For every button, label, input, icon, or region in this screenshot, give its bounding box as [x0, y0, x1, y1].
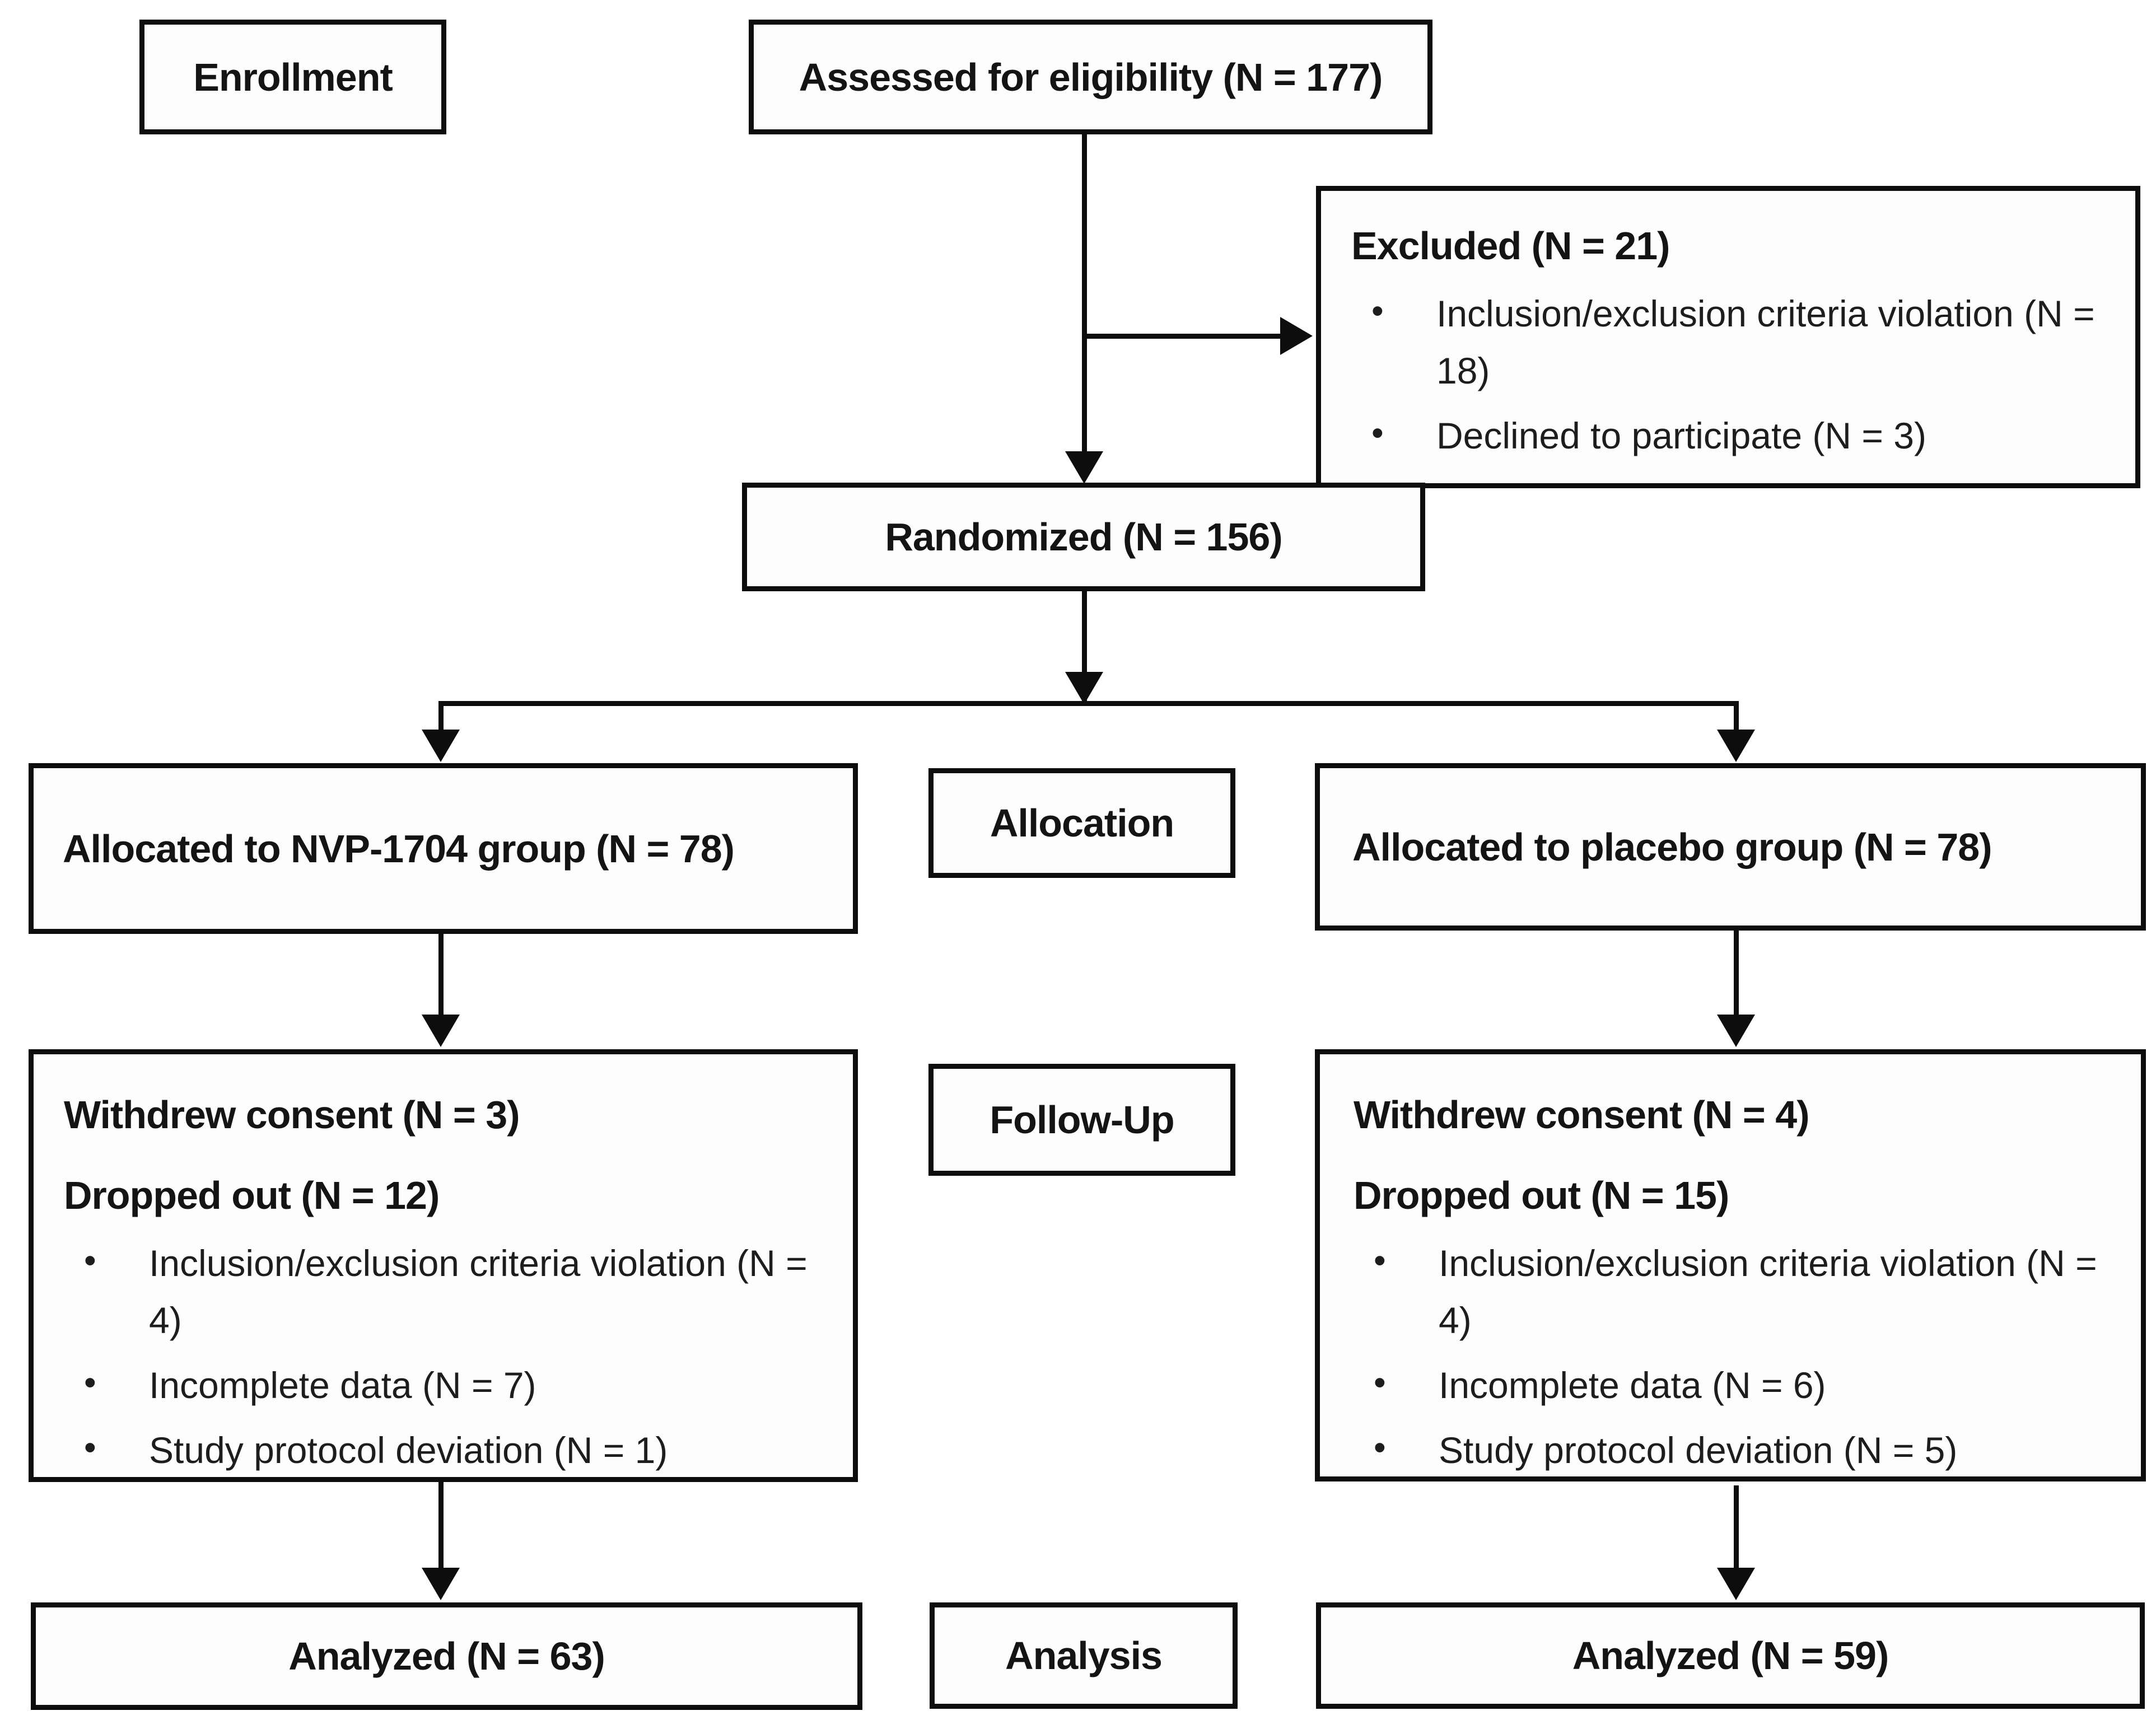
- nvp-analyzed-box: Analyzed (N = 63): [31, 1602, 862, 1710]
- arrowhead-into-nvp-analyzed: [422, 1568, 460, 1600]
- nvp-withdrew-line: Withdrew consent (N = 3): [64, 1093, 520, 1137]
- assessed-box: Assessed for eligibility (N = 177): [749, 20, 1432, 134]
- arrowhead-onto-splitter: [1065, 672, 1103, 704]
- arrowhead-into-excluded: [1280, 317, 1313, 355]
- line-assessed-to-randomized: [1082, 133, 1087, 454]
- nvp-allocated-label: Allocated to NVP-1704 group (N = 78): [63, 826, 735, 871]
- line-placebo-followup-to-analyzed: [1734, 1485, 1739, 1569]
- line-splitter-to-nvp: [438, 701, 444, 733]
- assessed-label: Assessed for eligibility (N = 177): [799, 55, 1383, 99]
- placebo-dropout-bullet: Inclusion/exclusion criteria violation (…: [1354, 1232, 2122, 1349]
- arrowhead-into-placebo-allocated: [1717, 730, 1755, 762]
- placebo-dropout-bullet-list: Inclusion/exclusion criteria violation (…: [1354, 1232, 2122, 1479]
- arrowhead-into-placebo-followup: [1717, 1015, 1755, 1047]
- placebo-dropped-line: Dropped out (N = 15): [1354, 1174, 1729, 1217]
- line-branch-to-excluded: [1084, 334, 1281, 339]
- line-nvp-allocated-to-followup: [438, 932, 444, 1016]
- placebo-allocated-box: Allocated to placebo group (N = 78): [1315, 763, 2146, 931]
- nvp-analyzed-label: Analyzed (N = 63): [288, 1634, 605, 1678]
- placebo-allocated-label: Allocated to placebo group (N = 78): [1352, 825, 1992, 869]
- placebo-withdrew-line: Withdrew consent (N = 4): [1354, 1093, 1810, 1137]
- placebo-dropout-bullet: Study protocol deviation (N = 5): [1354, 1419, 2122, 1479]
- nvp-dropout-bullet: Study protocol deviation (N = 1): [64, 1419, 834, 1479]
- placebo-dropout-bullet: Incomplete data (N = 6): [1354, 1354, 2122, 1414]
- splitter-line: [438, 701, 1739, 706]
- placebo-followup-box: Withdrew consent (N = 4) Dropped out (N …: [1315, 1049, 2146, 1481]
- randomized-label: Randomized (N = 156): [885, 515, 1282, 559]
- allocation-stage-box: Allocation: [928, 768, 1235, 878]
- enrollment-stage-box: Enrollment: [139, 20, 446, 134]
- excluded-title: Excluded (N = 21): [1351, 224, 1670, 268]
- nvp-followup-box: Withdrew consent (N = 3) Dropped out (N …: [29, 1049, 858, 1482]
- nvp-dropout-bullet: Incomplete data (N = 7): [64, 1354, 834, 1414]
- enrollment-stage-label: Enrollment: [193, 55, 393, 99]
- arrowhead-into-placebo-analyzed: [1717, 1568, 1755, 1600]
- excluded-bullet-list: Inclusion/exclusion criteria violation (…: [1351, 283, 2116, 464]
- randomized-box: Randomized (N = 156): [742, 483, 1425, 591]
- nvp-allocated-box: Allocated to NVP-1704 group (N = 78): [29, 763, 858, 934]
- nvp-dropped-line: Dropped out (N = 12): [64, 1174, 440, 1217]
- allocation-stage-label: Allocation: [990, 801, 1174, 845]
- followup-stage-box: Follow-Up: [928, 1064, 1235, 1176]
- line-randomized-to-splitter: [1082, 591, 1087, 704]
- arrowhead-into-nvp-followup: [422, 1015, 460, 1047]
- line-nvp-followup-to-analyzed: [438, 1480, 444, 1569]
- arrowhead-into-nvp-allocated: [422, 730, 460, 762]
- excluded-bullet: Inclusion/exclusion criteria violation (…: [1351, 283, 2116, 399]
- analysis-stage-box: Analysis: [930, 1602, 1238, 1709]
- followup-stage-label: Follow-Up: [990, 1098, 1174, 1142]
- placebo-analyzed-label: Analyzed (N = 59): [1572, 1634, 1889, 1677]
- line-splitter-to-placebo: [1734, 701, 1739, 733]
- excluded-bullet: Declined to participate (N = 3): [1351, 405, 2116, 464]
- arrowhead-into-randomized: [1065, 451, 1103, 484]
- nvp-dropout-bullet-list: Inclusion/exclusion criteria violation (…: [64, 1232, 834, 1479]
- nvp-dropout-bullet: Inclusion/exclusion criteria violation (…: [64, 1232, 834, 1349]
- analysis-stage-label: Analysis: [1005, 1634, 1163, 1677]
- excluded-box: Excluded (N = 21) Inclusion/exclusion cr…: [1316, 186, 2140, 488]
- line-placebo-allocated-to-followup: [1734, 928, 1739, 1016]
- placebo-analyzed-box: Analyzed (N = 59): [1316, 1602, 2145, 1709]
